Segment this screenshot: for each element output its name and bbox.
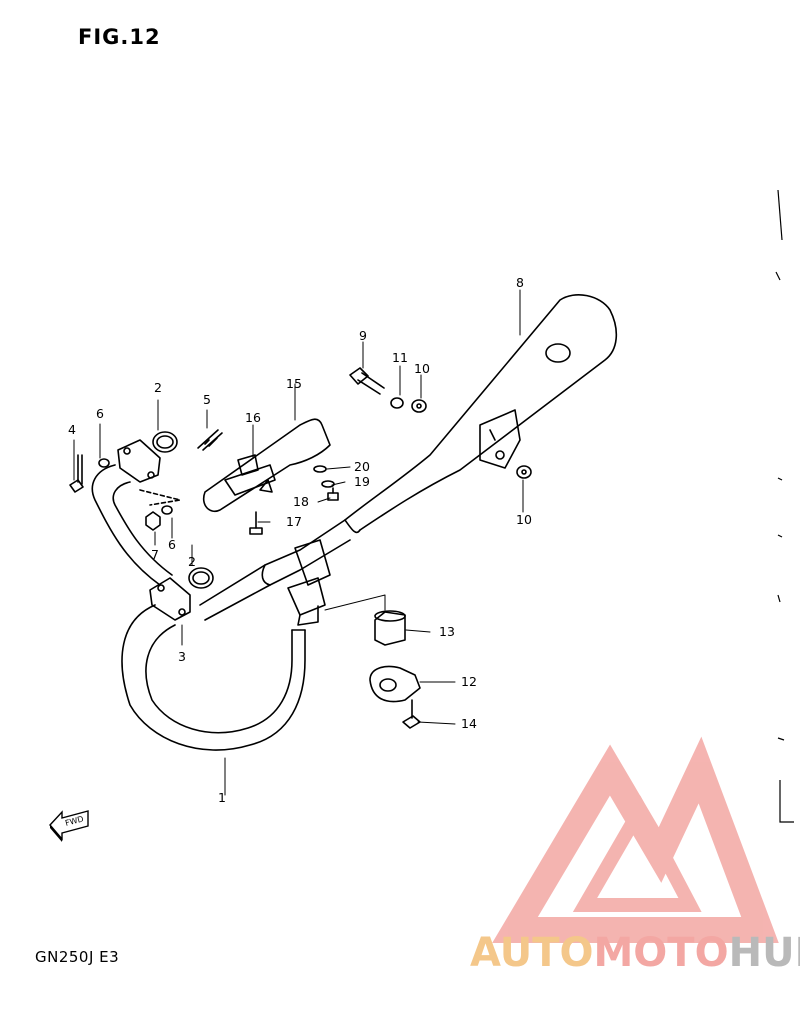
bolt-17 bbox=[249, 511, 263, 535]
callout-4: 4 bbox=[68, 422, 76, 437]
washer-10-upper bbox=[411, 399, 427, 413]
watermark-part-hub: HUB bbox=[728, 930, 800, 976]
scan-edge-marks bbox=[775, 189, 794, 823]
watermark-part-moto: MOTO bbox=[593, 930, 729, 976]
gasket-lower bbox=[188, 567, 214, 589]
washer-20 bbox=[313, 465, 327, 473]
watermark-logo bbox=[492, 736, 779, 943]
callout-12: 12 bbox=[461, 674, 477, 689]
callout-2-upper: 2 bbox=[154, 380, 162, 395]
callout-10-lower: 10 bbox=[516, 512, 532, 527]
callout-18: 18 bbox=[293, 494, 309, 509]
callout-15: 15 bbox=[286, 376, 302, 391]
gasket-upper bbox=[152, 431, 178, 453]
flange-upper bbox=[117, 439, 161, 483]
callout-13: 13 bbox=[439, 624, 455, 639]
model-code: GN250J E3 bbox=[35, 948, 120, 966]
clamp bbox=[369, 665, 421, 703]
callout-6-upper: 6 bbox=[96, 406, 104, 421]
callout-20: 20 bbox=[354, 459, 370, 474]
washer-10-lower bbox=[516, 465, 532, 479]
muffler bbox=[344, 294, 618, 534]
callout-3: 3 bbox=[178, 649, 186, 664]
figure-title: FIG.12 bbox=[78, 25, 161, 49]
callout-7: 7 bbox=[151, 547, 159, 562]
callout-10-upper: 10 bbox=[414, 361, 430, 376]
callout-8: 8 bbox=[516, 275, 524, 290]
leader-lines bbox=[73, 289, 524, 796]
callout-5: 5 bbox=[203, 392, 211, 407]
callout-6-lower: 6 bbox=[168, 537, 176, 552]
bolt-14 bbox=[402, 699, 421, 729]
exhaust-pipe-front bbox=[91, 464, 351, 751]
callout-2-lower: 2 bbox=[188, 554, 196, 569]
washer-6-upper bbox=[98, 458, 110, 468]
washer-6-lower bbox=[161, 505, 173, 515]
watermark-part-auto: AUTO bbox=[470, 930, 594, 976]
bolt-9 bbox=[349, 367, 385, 395]
washer-19 bbox=[321, 480, 335, 488]
bracket-16 bbox=[237, 454, 259, 476]
callout-19: 19 bbox=[354, 474, 370, 489]
watermark-text: AUTOMOTOHUB bbox=[470, 930, 800, 976]
joint-sleeve bbox=[374, 610, 406, 646]
dash-line-flange bbox=[139, 489, 181, 506]
heat-shield bbox=[202, 418, 331, 512]
bolt-18 bbox=[327, 487, 339, 501]
callout-14: 14 bbox=[461, 716, 477, 731]
callout-9: 9 bbox=[359, 328, 367, 343]
callout-17: 17 bbox=[286, 514, 302, 529]
callout-1: 1 bbox=[218, 790, 226, 805]
stud-bolt bbox=[197, 429, 223, 451]
callout-16: 16 bbox=[245, 410, 261, 425]
callout-11: 11 bbox=[392, 350, 408, 365]
lock-washer-11 bbox=[390, 397, 404, 409]
fwd-arrow-icon: FWD bbox=[49, 810, 89, 842]
bolt-4 bbox=[69, 454, 84, 493]
nut-7 bbox=[145, 511, 161, 531]
flange-lower bbox=[149, 577, 191, 621]
